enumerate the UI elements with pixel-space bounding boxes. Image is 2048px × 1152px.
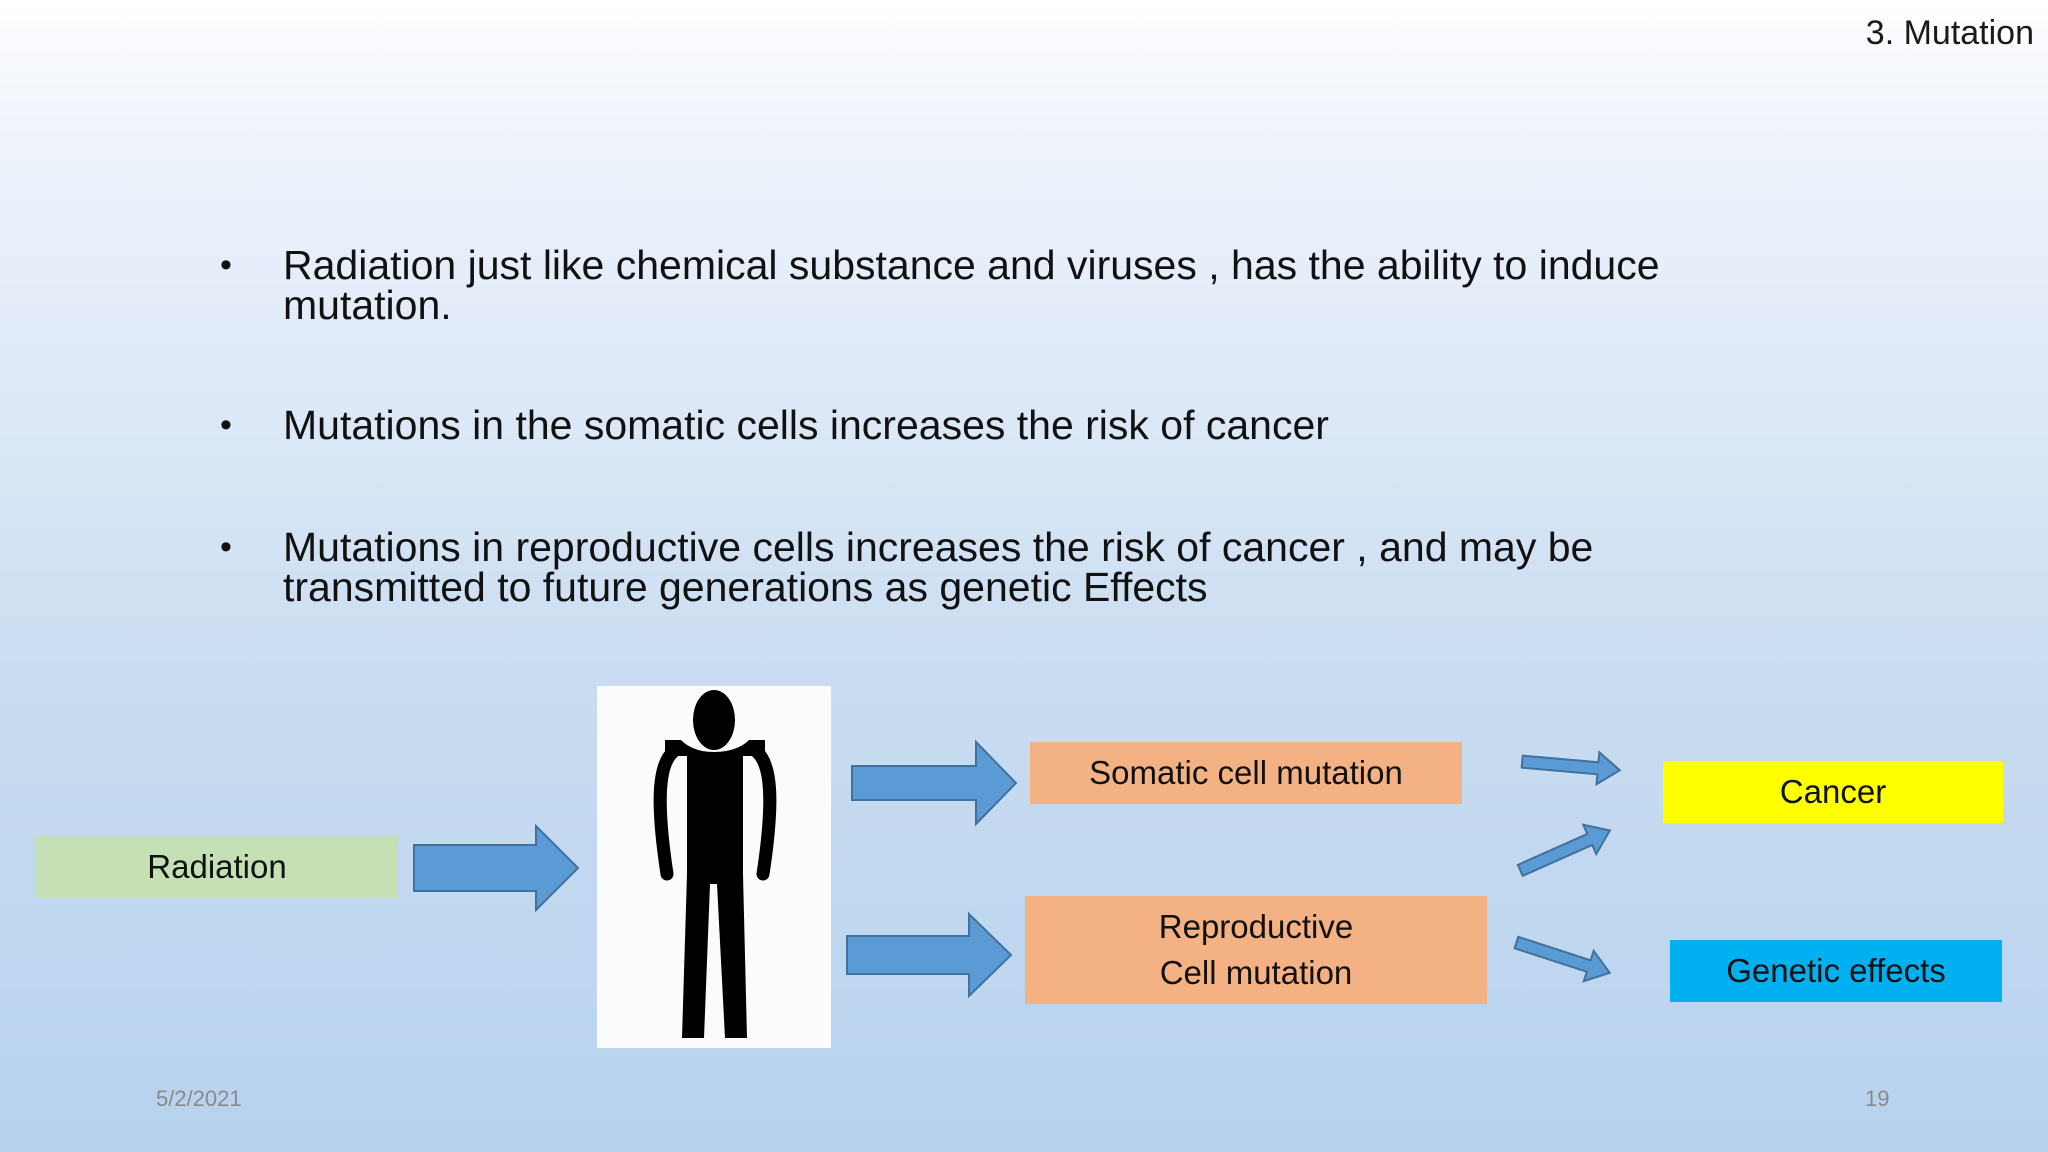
bullet-text-line: transmitted to future generations as gen… [283,564,1208,610]
genetic-effects-label: Genetic effects [1726,952,1946,989]
somatic-mutation-box: Somatic cell mutation [1030,742,1462,804]
bullet-list: Radiation just like chemical substance a… [220,242,1780,610]
reproductive-label-line1: Reproductive [1158,908,1354,945]
footer-page-number: 19 [1865,1086,1890,1111]
bullet-item: Mutations in the somatic cells increases… [220,402,1780,448]
section-label: 3. Mutation [1865,14,2034,52]
person-figure-icon [653,690,777,1038]
arrow-right-icon [1520,750,1622,787]
bullet-text-line: Mutations in reproductive cells increase… [283,524,1594,570]
arrow-down-right-icon [1513,935,1612,983]
bullet-text-line: Radiation just like chemical substance a… [283,242,1660,288]
genetic-effects-box: Genetic effects [1670,940,2002,1002]
footer-date: 5/2/2021 [156,1086,242,1111]
person-image [597,686,831,1048]
reproductive-label-line2: Cell mutation [1159,954,1353,991]
radiation-box: Radiation [36,836,398,898]
reproductive-mutation-box: Reproductive Cell mutation [1025,896,1487,1004]
cancer-label: Cancer [1779,773,1887,810]
arrow-right-icon [851,739,1018,827]
radiation-label: Radiation [147,848,287,885]
bullet-text-line: mutation. [283,282,452,328]
bullet-item: Mutations in reproductive cells increase… [220,524,1780,610]
bullet-text-line: Mutations in the somatic cells increases… [283,402,1329,448]
somatic-mutation-label: Somatic cell mutation [1089,754,1403,791]
arrow-right-icon [846,911,1013,999]
arrow-up-right-icon [1516,823,1612,878]
cancer-box: Cancer [1663,761,2003,823]
arrow-right-icon [413,823,580,913]
bullet-item: Radiation just like chemical substance a… [220,242,1780,328]
